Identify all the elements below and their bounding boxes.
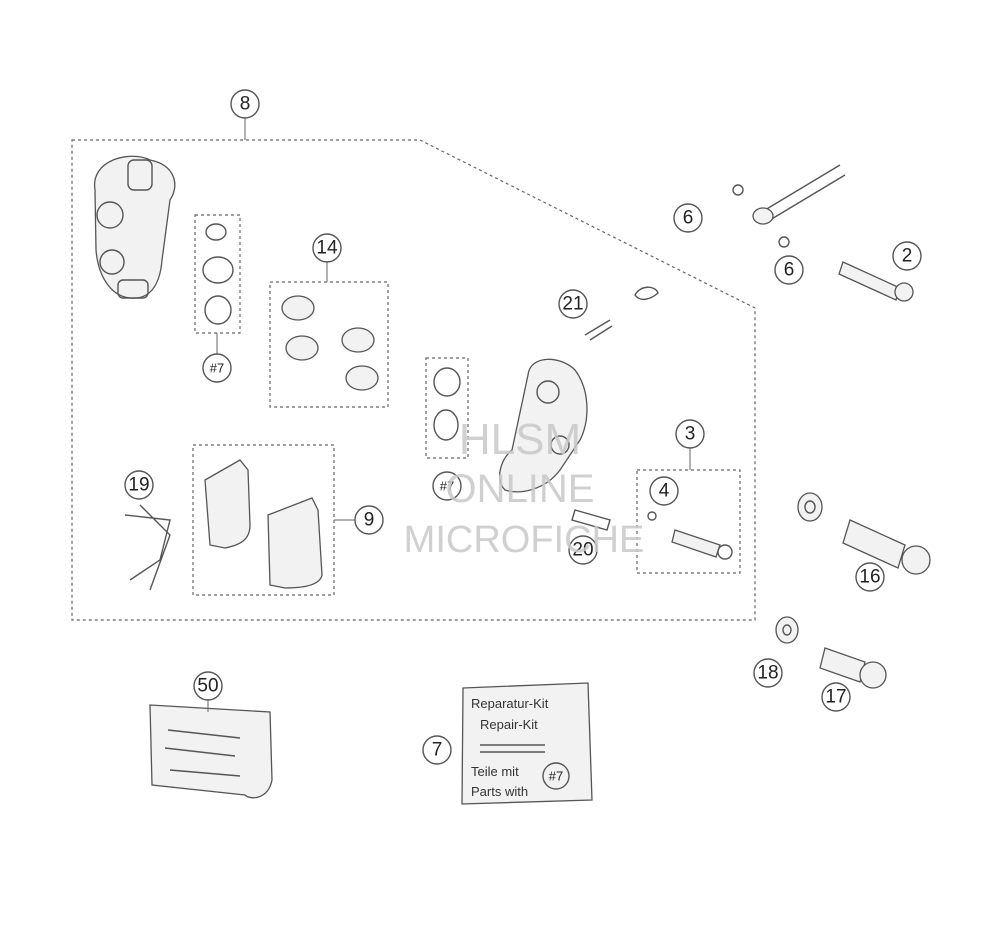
bolt-17 (819, 647, 887, 689)
slide-pin (647, 511, 733, 560)
caliper-body-left (94, 155, 176, 299)
washer-16 (797, 492, 823, 522)
grease-pack (149, 704, 273, 799)
callout-50[interactable]: 50 (193, 671, 223, 701)
svg-text:#7: #7 (549, 769, 563, 784)
svg-text:6: 6 (683, 208, 694, 229)
svg-text:20: 20 (572, 540, 593, 561)
piston-set (281, 295, 379, 391)
repair-kit-sheet: Reparatur-Kit Repair-Kit Teile mit Parts… (461, 682, 593, 805)
callout-4[interactable]: 4 (649, 476, 679, 506)
svg-text:4: 4 (659, 481, 670, 502)
callout-6-top[interactable]: 6 (673, 203, 703, 233)
svg-text:50: 50 (197, 676, 218, 697)
svg-text:14: 14 (316, 238, 338, 259)
callout-19[interactable]: 19 (124, 470, 154, 500)
watermark-line-1: HLSM (459, 415, 581, 464)
callout-7-kit[interactable]: #7 (542, 762, 570, 790)
pad-spring (124, 504, 171, 591)
callout-3[interactable]: 3 (675, 419, 705, 449)
svg-text:6: 6 (784, 260, 795, 281)
washer-18 (775, 616, 799, 644)
svg-text:18: 18 (757, 663, 778, 684)
svg-text:16: 16 (859, 567, 880, 588)
callout-20[interactable]: 20 (568, 535, 598, 565)
svg-text:17: 17 (825, 687, 846, 708)
callout-7-seal-top[interactable]: #7 (202, 353, 232, 383)
seal-ring-set-a (202, 223, 234, 325)
svg-text:2: 2 (902, 246, 913, 267)
svg-text:7: 7 (432, 740, 443, 761)
brake-line (732, 164, 846, 248)
callout-17[interactable]: 17 (821, 682, 851, 712)
svg-text:3: 3 (685, 424, 696, 445)
svg-text:21: 21 (562, 294, 583, 315)
svg-text:19: 19 (128, 475, 149, 496)
seal-ring-set-b (433, 367, 461, 441)
callout-9[interactable]: 9 (354, 505, 384, 535)
banjo-bolt (838, 261, 914, 302)
brake-pads (204, 459, 323, 589)
callout-6-bottom[interactable]: 6 (774, 255, 804, 285)
watermark-line-2: ONLINE (446, 467, 595, 511)
callout-14[interactable]: 14 (312, 233, 342, 263)
repair-kit-line-4: Parts with (471, 784, 528, 799)
svg-text:#7: #7 (210, 361, 224, 376)
callout-8[interactable]: 8 (230, 89, 260, 119)
callout-7-seal-mid[interactable]: #7 (432, 471, 462, 501)
bolt-20 (571, 509, 611, 531)
callout-2[interactable]: 2 (892, 241, 922, 271)
svg-text:#7: #7 (440, 479, 454, 494)
repair-kit-line-2: Repair-Kit (480, 717, 538, 732)
svg-text:9: 9 (364, 510, 375, 531)
callout-21[interactable]: 21 (558, 289, 588, 319)
watermark: HLSM ONLINE MICROFICHE (404, 415, 645, 561)
bolt-16 (842, 519, 931, 575)
svg-text:8: 8 (240, 94, 251, 115)
repair-kit-line-1: Reparatur-Kit (471, 696, 549, 711)
repair-kit-line-3: Teile mit (471, 764, 519, 779)
callout-16[interactable]: 16 (855, 562, 885, 592)
callout-18[interactable]: 18 (753, 658, 783, 688)
bleed-screw (584, 286, 659, 341)
watermark-line-3: MICROFICHE (404, 519, 645, 561)
assembly-boundary (71, 139, 756, 621)
callout-7[interactable]: 7 (422, 735, 452, 765)
caliper-bracket (499, 358, 588, 493)
